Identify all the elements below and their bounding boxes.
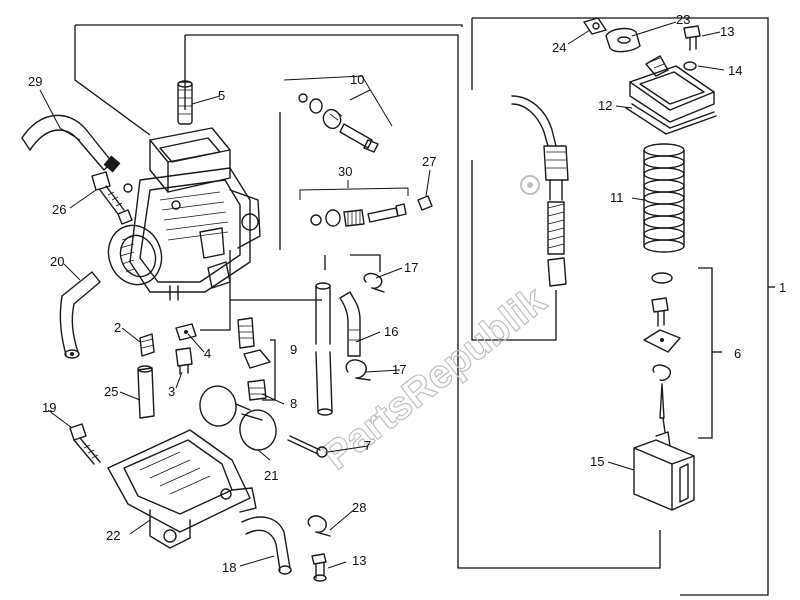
part-17-clip-upper xyxy=(363,272,385,293)
part-2-jet xyxy=(139,333,155,357)
label-part-16: 16 xyxy=(384,324,398,339)
part-6-needle-set xyxy=(643,272,681,433)
part-21-float xyxy=(199,385,277,451)
part-4-washer xyxy=(175,323,197,341)
part-30-idle-screw-set xyxy=(299,187,409,227)
part-18-drain-hose xyxy=(241,516,292,575)
part-12-top-cover xyxy=(625,55,717,135)
label-part-5: 5 xyxy=(218,88,225,103)
part-16-elbow-hose xyxy=(339,291,361,357)
label-part-22: 22 xyxy=(106,528,120,543)
part-19-screw xyxy=(69,423,101,465)
label-part-12: 12 xyxy=(598,98,612,113)
label-part-13-top: 13 xyxy=(720,24,734,39)
part-22-float-bowl xyxy=(107,429,257,549)
part-15-throttle-slide xyxy=(633,431,695,511)
label-part-28: 28 xyxy=(352,500,366,515)
label-part-25: 25 xyxy=(104,384,118,399)
label-part-26: 26 xyxy=(52,202,66,217)
part-20-hose xyxy=(59,271,101,359)
part-14-washer xyxy=(683,61,697,71)
label-part-18: 18 xyxy=(222,560,236,575)
label-part-27: 27 xyxy=(422,154,436,169)
part-8-main-jet xyxy=(247,379,267,401)
label-part-30: 30 xyxy=(338,164,352,179)
part-25-emulsion-tube xyxy=(137,365,155,419)
label-part-13-bottom: 13 xyxy=(352,553,366,568)
part-23-boot xyxy=(605,27,641,53)
label-part-15: 15 xyxy=(590,454,604,469)
part-27-cap xyxy=(417,195,433,211)
label-part-23: 23 xyxy=(676,12,690,27)
part-5-filter xyxy=(177,80,193,125)
part-13-screw-bottom xyxy=(311,553,327,582)
label-part-21: 21 xyxy=(264,468,278,483)
label-part-29: 29 xyxy=(28,74,42,89)
label-part-1: 1 xyxy=(779,280,786,295)
label-part-17-upper: 17 xyxy=(404,260,418,275)
label-part-8: 8 xyxy=(290,396,297,411)
label-part-17-lower: 17 xyxy=(392,362,406,377)
part-28-clip xyxy=(307,515,331,537)
label-part-4: 4 xyxy=(204,346,211,361)
label-part-9: 9 xyxy=(290,342,297,357)
label-part-11: 11 xyxy=(610,190,624,205)
watermark-gear-icon xyxy=(520,175,540,195)
overflow-tubes xyxy=(315,282,333,416)
part-10-pilot-screw-set xyxy=(283,75,393,153)
part-13-screw-top xyxy=(683,25,701,51)
part-7-float-pin xyxy=(287,435,328,458)
label-part-2: 2 xyxy=(114,320,121,335)
part-9-needle-jet xyxy=(237,317,271,369)
label-part-20: 20 xyxy=(50,254,64,269)
leader-lines xyxy=(39,21,725,569)
part-17-clip-lower xyxy=(345,359,371,381)
label-part-7: 7 xyxy=(364,438,371,453)
assembly-frames xyxy=(74,17,775,596)
label-part-10: 10 xyxy=(350,72,364,87)
label-part-6: 6 xyxy=(734,346,741,361)
part-11-spring xyxy=(643,143,685,253)
label-part-14: 14 xyxy=(728,63,742,78)
part-26-screw xyxy=(91,171,125,215)
label-part-24: 24 xyxy=(552,40,566,55)
carburetor-body xyxy=(107,127,261,301)
part-29-vent-tube xyxy=(21,114,121,173)
part-number-labels: 1 2 3 4 5 6 7 8 9 10 11 12 13 13 14 15 1… xyxy=(28,12,786,575)
throttle-cable-adjuster xyxy=(511,95,569,287)
label-part-3: 3 xyxy=(168,384,175,399)
part-3-jet xyxy=(175,347,193,375)
label-part-19: 19 xyxy=(42,400,56,415)
